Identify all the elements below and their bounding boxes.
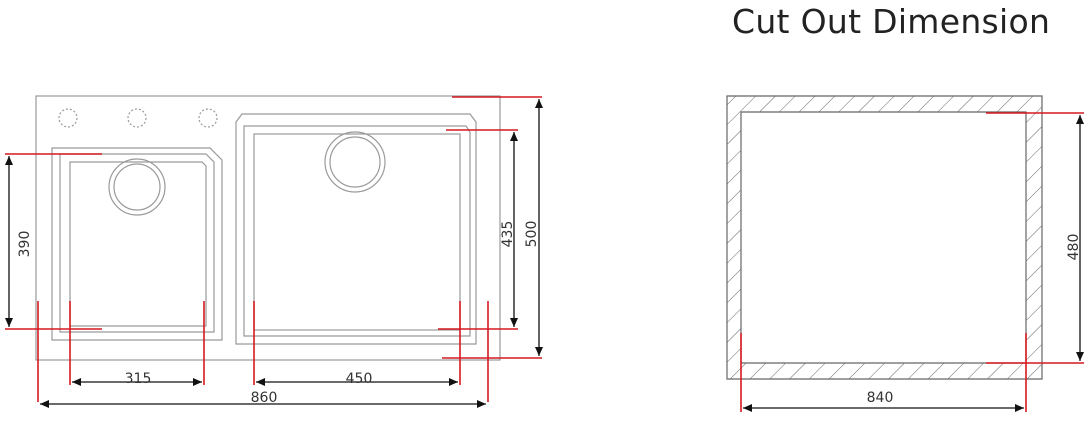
- tap-hole-3-icon: [198, 108, 218, 128]
- cutout-frame: [726, 95, 1043, 380]
- cutout-dimension-arrows: [743, 115, 1084, 412]
- small-bowl-inner: [69, 161, 207, 327]
- large-bowl-outer: [235, 113, 477, 345]
- large-bowl-drain-icon: [324, 131, 386, 193]
- large-bowl-rim: [243, 125, 471, 337]
- label-cutout-width: 840: [867, 390, 894, 406]
- cutout-title: Cut Out Dimension: [732, 2, 1051, 41]
- cutout-hatched-border: [726, 95, 1043, 380]
- extension-lines: [5, 96, 542, 402]
- dimension-arrows: [5, 99, 543, 408]
- sink-deck: [35, 95, 501, 361]
- tap-hole-2-icon: [127, 108, 147, 128]
- label-small-bowl-height: 390: [17, 231, 33, 258]
- label-large-bowl-height: 435: [500, 221, 516, 248]
- small-bowl-rim: [59, 153, 215, 333]
- label-sink-width: 860: [251, 390, 278, 406]
- small-bowl-outer: [51, 147, 223, 341]
- label-large-bowl-width: 450: [346, 371, 373, 387]
- large-bowl-inner: [253, 133, 461, 331]
- label-small-bowl-width: 315: [125, 371, 152, 387]
- label-sink-height: 500: [524, 221, 540, 248]
- cutout-extension-lines: [740, 112, 1084, 412]
- label-cutout-height: 480: [1066, 234, 1082, 261]
- large-bowl-drain-inner-icon: [329, 136, 381, 188]
- tap-hole-1-icon: [58, 108, 78, 128]
- small-bowl-drain-inner-icon: [113, 163, 161, 211]
- sink-outline: [35, 95, 501, 361]
- small-bowl-drain-icon: [108, 158, 166, 216]
